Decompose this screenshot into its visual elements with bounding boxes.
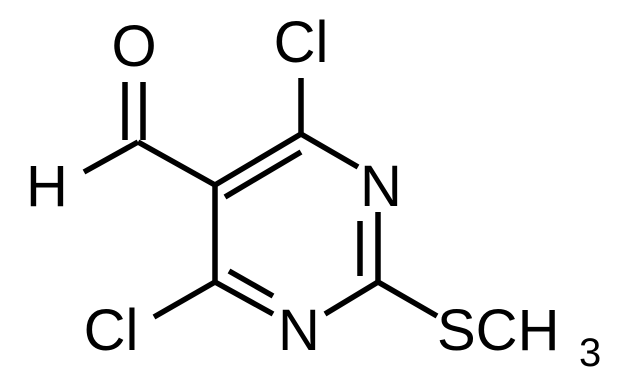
- bond-c5-c4: [213, 131, 303, 188]
- bond-c2-n1: [323, 279, 380, 317]
- atom-label-methylthio: SCH: [437, 298, 559, 363]
- atom-label-chlorine-top: Cl: [274, 10, 329, 75]
- atom-label-hydrogen: H: [26, 154, 68, 219]
- bond-n1-c6-inner: [227, 268, 275, 299]
- bond-aldehyde-carbon-to-ring: [136, 139, 217, 188]
- bond-c4-n3: [299, 131, 360, 170]
- atom-label-chlorine-bottom: Cl: [84, 298, 139, 363]
- bond-c5-c4-inner: [223, 149, 303, 200]
- atom-label-oxygen: O: [111, 14, 156, 79]
- bond-n1-c6: [213, 279, 275, 317]
- bond-aldehyde-ch: [82, 139, 140, 175]
- atom-label-methylthio-subscript: 3: [579, 331, 601, 375]
- bond-c2-sulfur: [376, 279, 439, 319]
- atom-label-nitrogen-lower: N: [278, 298, 320, 363]
- atom-label-nitrogen-upper: N: [360, 154, 402, 219]
- bond-c6-chlorine: [152, 279, 217, 320]
